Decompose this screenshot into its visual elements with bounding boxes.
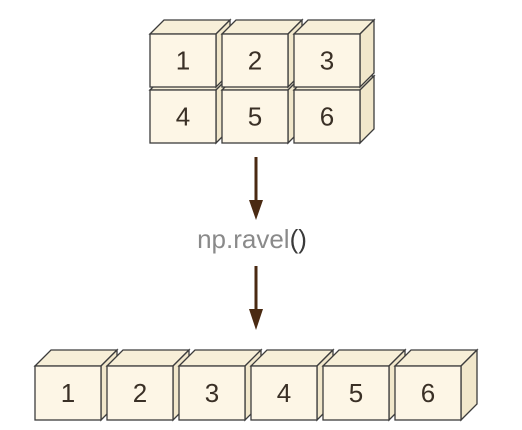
cube: 2 bbox=[105, 348, 191, 422]
cube-front-face bbox=[221, 89, 289, 144]
cube: 1 bbox=[148, 18, 232, 89]
cube: 6 bbox=[393, 348, 479, 422]
cube-value: 1 bbox=[61, 378, 75, 408]
cube-front-face bbox=[293, 33, 361, 88]
cube-value: 4 bbox=[277, 378, 291, 408]
cube-front-face bbox=[149, 33, 217, 88]
cube-front-face bbox=[34, 365, 102, 421]
output-1d-array: 1 2 3 4 5 6 bbox=[33, 348, 479, 422]
operation-label: np.ravel() bbox=[197, 224, 307, 254]
cube-front-face bbox=[394, 365, 462, 421]
cube: 1 bbox=[33, 348, 119, 422]
down-arrow-bottom bbox=[249, 266, 263, 330]
cube: 4 bbox=[249, 348, 335, 422]
cube-value: 5 bbox=[349, 378, 363, 408]
cube: 3 bbox=[292, 18, 376, 89]
cube: 3 bbox=[177, 348, 263, 422]
cube-value: 2 bbox=[248, 46, 262, 76]
cube-value: 6 bbox=[320, 102, 334, 132]
cube-value: 6 bbox=[421, 378, 435, 408]
cube-front-face bbox=[178, 365, 246, 421]
cube-value: 2 bbox=[133, 378, 147, 408]
cube-front-face bbox=[322, 365, 390, 421]
cube-value: 1 bbox=[176, 46, 190, 76]
cube: 2 bbox=[220, 18, 304, 89]
cube-value: 3 bbox=[205, 378, 219, 408]
cube-value: 5 bbox=[248, 102, 262, 132]
cube: 5 bbox=[321, 348, 407, 422]
function-name: np.ravel bbox=[197, 224, 290, 254]
cube-front-face bbox=[221, 33, 289, 88]
cube-front-face bbox=[149, 89, 217, 144]
cube-front-face bbox=[293, 89, 361, 144]
cube-value: 4 bbox=[176, 102, 190, 132]
down-arrow-top bbox=[249, 157, 263, 220]
cube-front-face bbox=[250, 365, 318, 421]
cube-front-face bbox=[106, 365, 174, 421]
input-2d-array: 4 5 6 1 2 3 bbox=[148, 18, 376, 145]
function-parens: () bbox=[290, 224, 307, 254]
cube-value: 3 bbox=[320, 46, 334, 76]
